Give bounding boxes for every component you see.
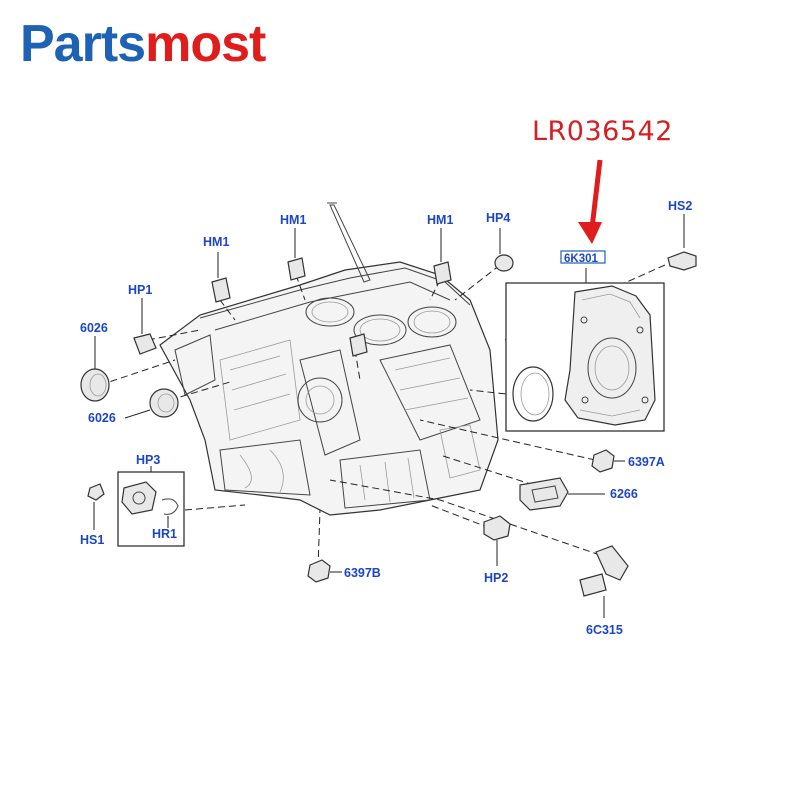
label-6k301: 6K301 (564, 253, 598, 265)
label-6026-lower: 6026 (88, 411, 116, 425)
partsmost-logo: Partsmost (20, 14, 266, 74)
plug-6397a (591, 449, 625, 473)
dowel-hm1-centre (349, 333, 368, 357)
label-6c315: 6C315 (586, 623, 623, 637)
bolt-hs2 (667, 214, 697, 271)
dowel-hm1-right (433, 228, 452, 285)
label-hm1-middle: HM1 (280, 213, 306, 227)
dipstick-tube (327, 202, 371, 283)
label-hp2: HP2 (484, 571, 508, 585)
dowel-hm1-left (211, 252, 231, 303)
seal-6026-upper (80, 336, 110, 402)
highlighted-part-number: LR036542 (532, 116, 673, 147)
label-hp4: HP4 (486, 211, 510, 225)
hp3-assembly (87, 466, 185, 547)
plug-hp4 (494, 228, 514, 272)
dowel-hm1-middle (287, 228, 306, 281)
label-hm1-right: HM1 (427, 213, 453, 227)
logo-text-parts: Parts (20, 15, 146, 73)
bracket-6266 (519, 477, 605, 511)
plug-hp1 (133, 298, 157, 355)
label-hr1: HR1 (152, 527, 177, 541)
label-6026-upper: 6026 (80, 321, 108, 335)
label-hp1: HP1 (128, 283, 152, 297)
label-6397b: 6397B (344, 566, 381, 580)
plug-hp2 (483, 515, 511, 566)
sensor-6c315 (579, 545, 629, 618)
label-hp3: HP3 (136, 453, 160, 467)
seal-6026-lower (124, 388, 179, 419)
label-hs1: HS1 (80, 533, 104, 547)
red-arrow-icon (578, 159, 603, 244)
plug-6397b (307, 559, 342, 583)
logo-text-most: most (145, 15, 266, 73)
engine-block (159, 261, 499, 516)
label-6397a: 6397A (628, 455, 665, 469)
label-hm1-left: HM1 (203, 235, 229, 249)
rear-main-seal-6k301 (505, 250, 665, 432)
label-hs2: HS2 (668, 199, 692, 213)
label-6266: 6266 (610, 487, 638, 501)
